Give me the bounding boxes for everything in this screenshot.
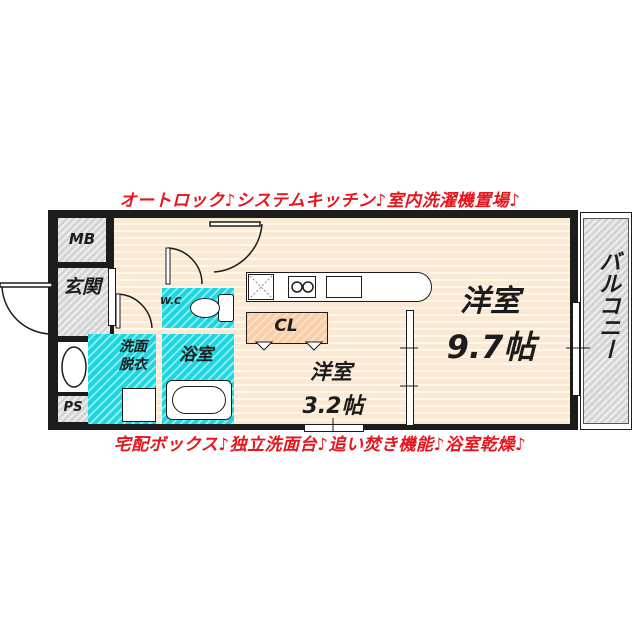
washroom-label: 洗面 脱衣	[119, 339, 147, 373]
toilet-bowl	[190, 298, 220, 318]
balcony-label: バルコニー	[595, 250, 620, 360]
mb-space	[58, 218, 106, 262]
closet-label: CL	[274, 316, 298, 336]
bathtub-inner	[172, 386, 226, 414]
main-room-size: 9.7帖	[446, 328, 536, 366]
main-room-name: 洋室	[460, 284, 520, 319]
washing-machine-pan	[122, 388, 156, 422]
small-room-size: 3.2帖	[302, 394, 364, 419]
feature-banner-bottom: 宅配ボックス♪独立洗面台♪追い焚き機能♪浴室乾燥♪	[113, 435, 527, 455]
ps-space	[58, 396, 88, 422]
bottom-window[interactable]	[304, 424, 364, 432]
bath-label: 浴室	[179, 345, 213, 365]
mb-label: MB	[68, 230, 96, 248]
entrance-label: 玄関	[62, 276, 101, 298]
fridge-space	[248, 274, 274, 300]
balcony-window[interactable]	[572, 302, 580, 396]
closet	[246, 312, 328, 344]
door-swings	[0, 221, 590, 432]
feature-banner-top: オートロック♪システムキッチン♪室内洗濯機置場♪	[119, 191, 521, 211]
small-room-name: 洋室	[310, 360, 352, 384]
ps-label: PS	[63, 400, 83, 415]
wc-label: W.C	[160, 296, 182, 307]
entrance	[58, 268, 110, 336]
partition-sliding-door[interactable]	[406, 310, 414, 426]
floor-plan: MB 玄関 PS 洗面 脱衣 W.C 浴室 CL 洋室 3.2帖 洋室 9.7帖…	[0, 210, 640, 432]
balcony	[583, 218, 629, 424]
sink	[326, 276, 362, 298]
